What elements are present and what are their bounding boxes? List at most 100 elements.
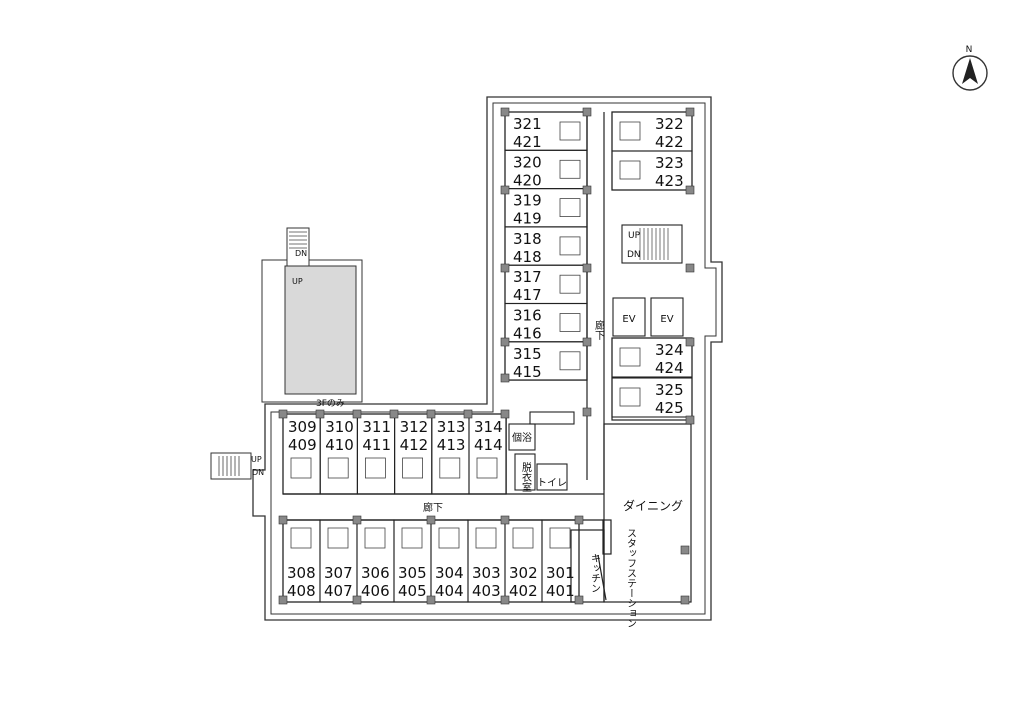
column [500,595,510,605]
room-number: 308 [287,564,316,582]
east-stair-up: UP [628,231,641,241]
kitchen-room [570,529,605,603]
building-outline [252,96,723,621]
room-number: 423 [655,172,684,190]
room-number: 322 [655,115,684,133]
column [574,595,584,605]
room-number: 401 [546,582,575,600]
column [582,263,592,273]
elevator-2 [650,297,684,337]
staff-station-label: スタッフステーション [625,528,637,628]
courtyard [261,227,363,403]
column [685,107,695,117]
room-number: 302 [509,564,538,582]
dining-area [570,423,692,603]
service-box [529,411,575,425]
bath-area [508,411,575,491]
inner-wall [270,102,717,615]
room-number: 404 [435,582,464,600]
nw-stair-dn: DN [295,249,307,258]
column [278,515,288,525]
room-number: 311 [362,418,391,436]
column [463,409,473,419]
courtyard-floor [284,265,357,395]
room-number: 315 [513,345,542,363]
east-stair-treads [639,228,669,260]
staff-divider [597,554,607,601]
elevator-1 [612,297,646,337]
column [278,409,288,419]
room-number: 415 [513,363,542,381]
column [500,515,510,525]
column [574,515,584,525]
column [685,415,695,425]
toilet-label: トイレ [537,478,567,489]
3f-only-label: 3Fのみ [316,398,345,409]
room-number: 417 [513,286,542,304]
outer-wall [252,96,723,621]
room-number: 403 [472,582,501,600]
room-number: 402 [509,582,538,600]
core-east [612,224,684,337]
nw-stair-treads [289,231,307,249]
room-number: 310 [325,418,354,436]
structural-columns [278,107,695,605]
column [352,515,362,525]
column [278,595,288,605]
room-number: 406 [361,582,390,600]
private-bath [508,423,536,451]
room-number: 316 [513,307,542,325]
column [685,337,695,347]
column [500,409,510,419]
room-number: 312 [400,418,429,436]
column [500,185,510,195]
east-stair-dn: DN [627,250,641,260]
west-stair [210,452,252,480]
room-number: 409 [288,436,317,454]
room-number: 303 [472,564,501,582]
nw-stair [286,227,310,267]
room-number: 405 [398,582,427,600]
column [680,545,690,555]
north-left-rooms: 3214213204203194193184183174173164163154… [504,111,588,381]
room-number: 414 [474,436,503,454]
room-number: 305 [398,564,427,582]
column [582,185,592,195]
column [426,515,436,525]
west-stair-up: UP [251,455,262,464]
dining-room [603,423,692,603]
corridor-horizontal-label: 廊下 [423,501,443,514]
room-number: 319 [513,192,542,210]
room-number: 425 [655,399,684,417]
column [582,337,592,347]
courtyard-outline [261,259,363,403]
room-number: 408 [287,582,316,600]
column [685,185,695,195]
room-number: 320 [513,153,542,171]
room-number: 421 [513,133,542,151]
column [352,409,362,419]
room-number: 306 [361,564,390,582]
column [352,595,362,605]
north-arrow-icon [952,55,988,91]
column [500,337,510,347]
room-number: 416 [513,325,542,343]
east-stair [621,224,683,264]
